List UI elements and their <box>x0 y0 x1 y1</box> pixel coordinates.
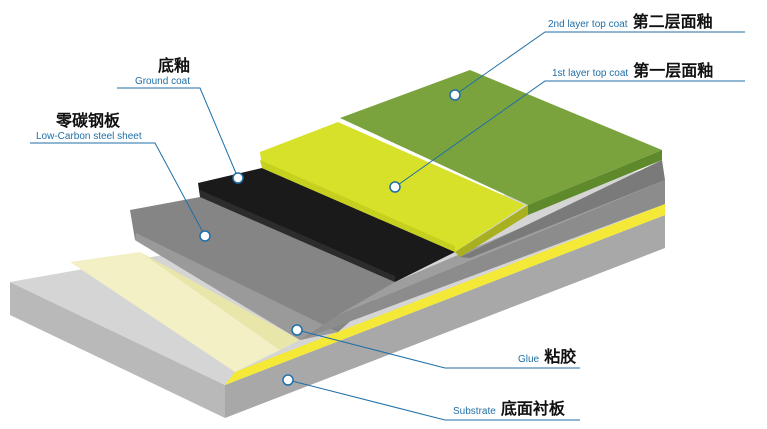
label-ground-coat-en: Ground coat <box>134 76 190 87</box>
label-substrate-en: Substrate <box>453 406 496 417</box>
dot-substrate <box>282 374 294 386</box>
label-top-coat-1-cn: 第一层面釉 <box>633 61 714 80</box>
label-top-coat-1: 1st layer top coat 第一层面釉 <box>552 57 713 81</box>
leader-ground-coat <box>117 87 239 179</box>
leader-top-coat-2 <box>454 31 745 96</box>
leader-dots <box>199 89 461 386</box>
leader-lines <box>30 31 745 421</box>
ground-coat-layer <box>198 168 455 282</box>
label-glue-cn: 粘胶 <box>544 347 577 366</box>
top-coat-2-layer <box>340 70 662 257</box>
label-top-coat-2-en: 2nd layer top coat <box>548 19 628 30</box>
label-glue: Glue 粘胶 <box>518 343 576 367</box>
dot-steel-sheet <box>199 230 211 242</box>
dot-glue <box>291 324 303 336</box>
label-ground-coat-cn: 底釉 <box>157 56 190 75</box>
leader-glue <box>296 329 580 369</box>
label-steel-sheet-cn: 零碳钢板 <box>56 111 121 130</box>
label-steel-sheet-en: Low-Carbon steel sheet <box>36 131 142 142</box>
dot-top-coat-2 <box>449 89 461 101</box>
leader-substrate <box>287 379 580 421</box>
label-glue-en: Glue <box>518 354 540 365</box>
label-ground-coat: 底釉 Ground coat <box>120 52 190 87</box>
leader-top-coat-1 <box>394 80 745 188</box>
leader-steel-sheet <box>30 142 206 237</box>
label-substrate: Substrate 底面衬板 <box>453 395 565 419</box>
label-top-coat-2: 2nd layer top coat 第二层面釉 <box>548 8 713 32</box>
label-steel-sheet: 零碳钢板 Low-Carbon steel sheet <box>36 107 142 142</box>
label-substrate-cn: 底面衬板 <box>500 399 565 418</box>
label-top-coat-1-en: 1st layer top coat <box>552 68 629 79</box>
dot-ground-coat <box>232 172 244 184</box>
dot-top-coat-1 <box>389 181 401 193</box>
label-top-coat-2-cn: 第二层面釉 <box>632 12 713 31</box>
steel-edge <box>460 160 665 258</box>
